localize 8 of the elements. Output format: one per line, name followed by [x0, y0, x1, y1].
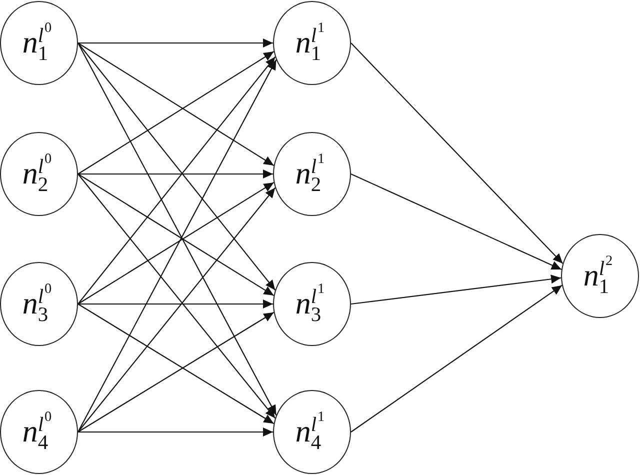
arrow: [78, 170, 273, 178]
arrow: [78, 300, 273, 308]
arrow: [78, 428, 273, 436]
arrow: [350, 284, 562, 432]
arrow: [350, 174, 562, 270]
arrow: [78, 38, 273, 48]
arrow: [350, 274, 562, 305]
arrow: [350, 42, 564, 264]
